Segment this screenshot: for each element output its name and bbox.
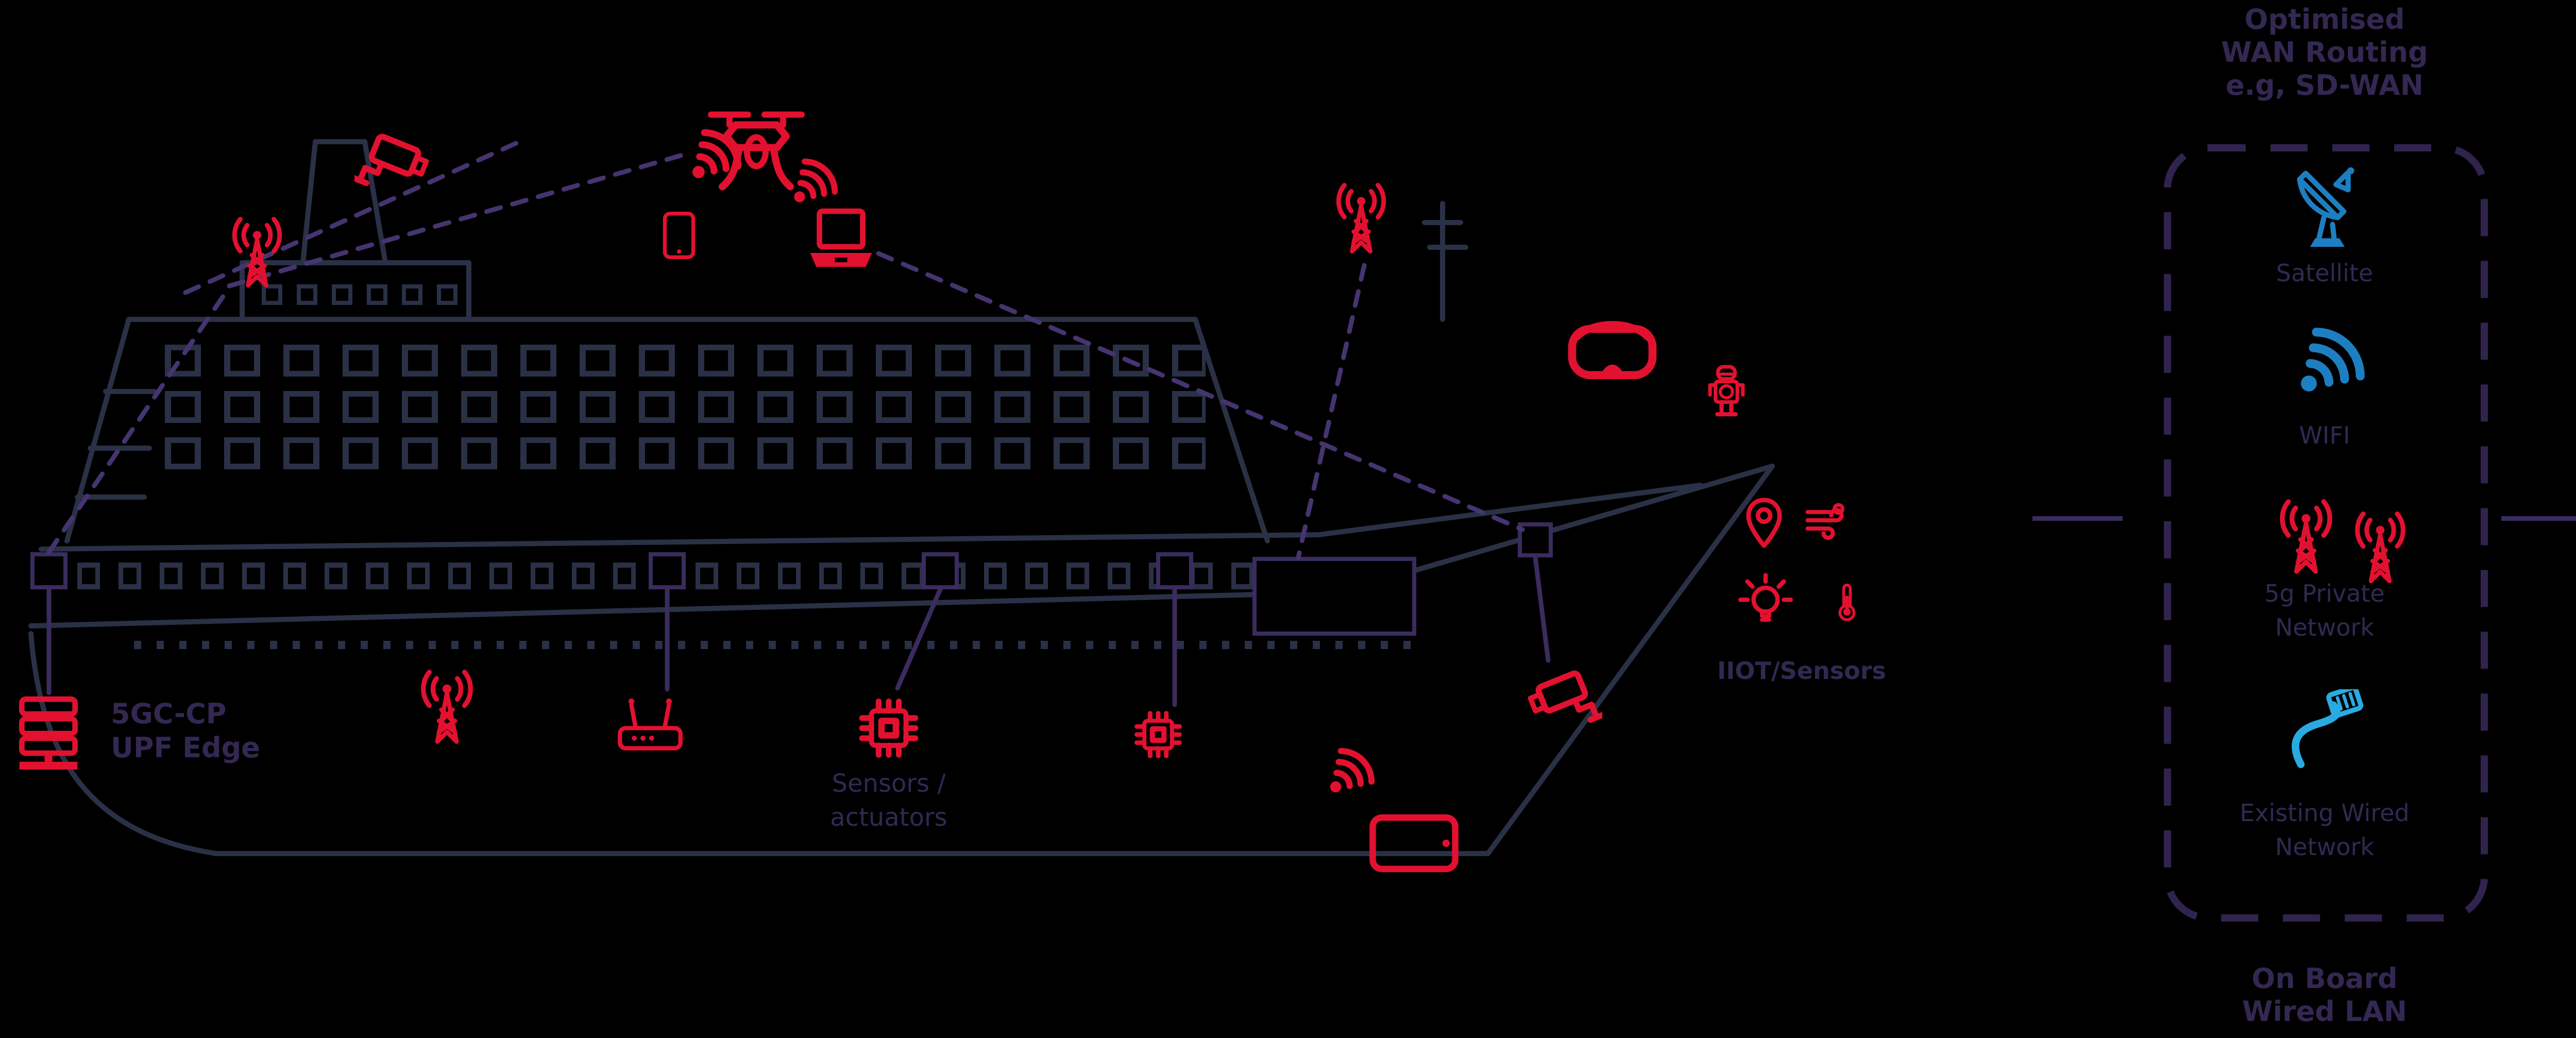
cruise-ship-illustration xyxy=(0,0,1937,1038)
hull-node-square xyxy=(1156,552,1193,589)
cell-tower-icon xyxy=(2266,498,2346,578)
connector-line-ship-to-wan xyxy=(2032,516,2123,521)
satellite-dish-icon xyxy=(2282,164,2369,250)
wan-item-satellite-label: Satellite xyxy=(2276,259,2374,287)
sensors-label-line1: Sensors / xyxy=(832,769,946,798)
robot-icon xyxy=(1710,367,1743,414)
wan-box-title-line3: e.g, SD-WAN xyxy=(2226,69,2424,101)
sensors-label-line2: actuators xyxy=(830,803,947,832)
wan-box-title-line2: WAN Routing xyxy=(2221,36,2428,69)
radio-tower-icon xyxy=(1338,185,1383,251)
router-icon xyxy=(620,699,681,748)
hull-node-square xyxy=(30,552,67,589)
wireless-link-lines xyxy=(46,138,1525,560)
wifi-icon xyxy=(2283,320,2372,409)
hull-node-square xyxy=(649,552,686,589)
laptop-icon xyxy=(810,211,872,267)
wan-box-title: Optimised WAN Routing e.g, SD-WAN xyxy=(2170,3,2479,102)
ship-hull xyxy=(28,139,1775,856)
edge-server-label-line2: UPF Edge xyxy=(111,731,260,764)
hull-network-nodes xyxy=(30,522,1553,636)
wan-item-5g-label-line2: Network xyxy=(2275,614,2375,641)
drone-icon xyxy=(711,112,802,187)
hull-node-rect xyxy=(1252,557,1416,636)
wan-routing-box xyxy=(2164,144,2488,922)
connector-line-wan-to-backhaul xyxy=(2501,516,2576,521)
chip-icon xyxy=(1137,713,1180,756)
wan-item-5g-label-line1: 5g Private xyxy=(2264,580,2385,607)
hull-node-square xyxy=(922,552,959,589)
thermometer-icon xyxy=(1840,585,1854,620)
wan-box-title-line1: Optimised xyxy=(2244,3,2405,36)
edge-server-label-line1: 5GC-CP xyxy=(111,697,227,730)
wan-box-footer-line1: On Board xyxy=(2251,962,2398,995)
wan-box-footer-line2: Wired LAN xyxy=(2242,995,2408,1028)
vr-headset-icon xyxy=(1572,325,1653,375)
radio-tower-icon xyxy=(423,672,471,742)
cell-tower-icon xyxy=(2342,510,2419,587)
wan-item-wired-label-line2: Network xyxy=(2275,833,2375,861)
wind-sensor-icon xyxy=(1808,505,1843,538)
smartphone-icon xyxy=(665,214,693,258)
edge-server-icon xyxy=(20,699,77,770)
ship-windows xyxy=(77,284,1412,649)
location-pin-icon xyxy=(1749,500,1780,546)
tablet-icon xyxy=(1372,818,1455,869)
lightbulb-icon xyxy=(1740,575,1791,620)
ethernet-cable-icon xyxy=(2285,689,2374,773)
wan-box-footer: On Board Wired LAN xyxy=(2170,962,2479,1028)
node-drop-lines xyxy=(46,555,1551,707)
chip-icon xyxy=(862,702,916,755)
iiot-sensors-label: IIOT/Sensors xyxy=(1717,657,1886,685)
wan-item-wifi-label: WIFI xyxy=(2299,421,2350,449)
wan-item-wired-label-line1: Existing Wired xyxy=(2240,799,2410,827)
cctv-camera-icon xyxy=(1528,669,1605,738)
wifi-signal-icon xyxy=(1316,745,1378,806)
